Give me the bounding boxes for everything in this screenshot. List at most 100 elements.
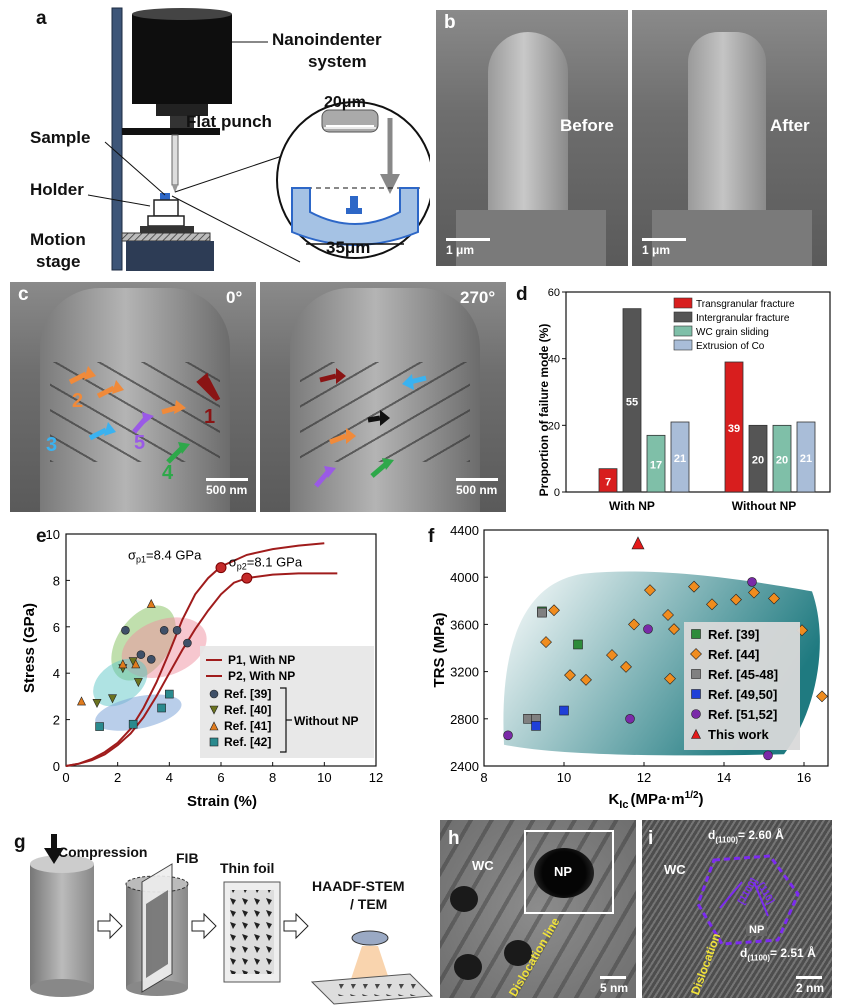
d-bar-label-1-0: 39 [728, 423, 740, 435]
zoom-box [524, 830, 614, 914]
d-bar-label-0-2: 17 [650, 460, 662, 472]
label-h-np: NP [554, 864, 573, 879]
label-after: After [770, 116, 810, 135]
panel-b-after-image: After 1 μm [632, 10, 827, 266]
f-ref44-point-15 [768, 592, 780, 605]
np-particle [534, 848, 594, 898]
d-ytick-label-0: 0 [554, 487, 560, 499]
label-compression: Compression [58, 844, 148, 860]
d-ylabel: Proportion of failure mode (%) [537, 324, 551, 497]
e-ref41-point-0 [77, 696, 86, 706]
label-d-top: d(1100)= 2.60 Å [708, 828, 784, 845]
f-ref44-point-10 [664, 672, 676, 685]
e-legend-box [200, 646, 374, 758]
d-bar-label-0-0: 7 [605, 476, 611, 488]
e-ylabel: Stress (GPa) [21, 603, 38, 693]
f-ref5152-point-1 [625, 714, 635, 724]
label-angle-270: 270° [460, 288, 496, 307]
e-region-ref39 [121, 617, 207, 678]
f-xtick-label-1: 10 [557, 770, 571, 785]
e-xtick-label-6: 12 [369, 770, 383, 785]
e-legend-without-np: Without NP [294, 714, 359, 728]
crack-number-5: 5 [134, 432, 146, 454]
d-bar-label-0-3: 21 [674, 453, 686, 465]
d-bar-label-1-2: 20 [776, 455, 788, 467]
label-holder: Holder [30, 180, 84, 199]
label-flat-punch: Flat punch [186, 112, 272, 131]
panel-label-f: f [428, 526, 435, 547]
label-i-wc: WC [664, 862, 686, 877]
f-xlabel: KIc(MPa·m1/2) [608, 790, 703, 811]
label-sample-width: 35μm [326, 238, 371, 257]
panel-g: g Compression FIB [0, 824, 436, 1007]
e-ref39-point-4 [172, 625, 182, 635]
panel-label-e: e [36, 526, 47, 547]
e-region-ref40 [93, 658, 148, 707]
nanoindenter-body [132, 14, 232, 104]
e-xtick-label-3: 6 [217, 770, 224, 785]
d-bar-0-0 [598, 468, 618, 493]
e-xtick-label-4: 8 [269, 770, 276, 785]
e-ref42-point-2 [157, 703, 166, 713]
e-ref39-point-0 [121, 625, 130, 635]
holder-schematic [153, 199, 179, 217]
d-ytick-label-3: 60 [548, 287, 560, 299]
panel-c-left-image: 0° 1 2 3 4 5 500 nm [10, 282, 256, 512]
d-bar-label-1-3: 21 [800, 453, 812, 465]
label-before: Before [560, 116, 614, 135]
label-angle-0: 0° [226, 288, 243, 307]
pillar-after [688, 32, 766, 232]
d-axes-frame [565, 291, 831, 493]
e-legend-label-ref-2: Ref. [41] [224, 719, 271, 733]
d-bar-0-3 [670, 421, 690, 493]
e-legend-label-ref-3: Ref. [42] [224, 735, 271, 749]
scale-bar-c-left: 500 nm [206, 478, 248, 497]
f-ytick-label-2: 3200 [450, 665, 479, 680]
f-ref44-point-14 [748, 586, 760, 599]
d-xtick-label-0: With NP [609, 499, 655, 513]
f-ref5152-point-3 [747, 577, 757, 587]
process-arrow-3 [283, 912, 309, 940]
indenter-shaft [171, 134, 179, 186]
e-legend-marker-1 [209, 705, 219, 715]
label-i-np: NP [746, 924, 768, 936]
f-legend-marker-2 [691, 669, 701, 679]
e-legend-label-with-1: P2, With NP [228, 669, 295, 683]
f-xtick-label-0: 8 [480, 770, 487, 785]
panel-a-schematic [87, 7, 430, 271]
tem-beam [350, 946, 390, 982]
panel-h-image: h WC NP Dislocation line 5 nm [440, 820, 636, 998]
f-ytick-label-4: 4000 [450, 570, 479, 585]
e-xtick-label-1: 2 [114, 770, 121, 785]
pillar-before [488, 32, 568, 232]
panel-label-c: c [18, 284, 29, 305]
d-bar-1-3 [796, 421, 816, 493]
panel-label-a: a [36, 8, 47, 29]
label-haadf: HAADF-STEM [312, 878, 405, 894]
e-ref40-point-0 [92, 699, 102, 709]
panel-label-g: g [14, 832, 26, 853]
np-hexagon [696, 854, 800, 946]
e-ref40-point-4 [133, 678, 143, 688]
e-peak-1 [241, 572, 253, 584]
label-sample: Sample [30, 128, 91, 147]
scale-bar-b-left: 1 μm [446, 238, 490, 257]
e-annotation-p1: σp1=8.4 GPa [128, 548, 202, 565]
d-xtick-label-1: Without NP [732, 499, 797, 513]
d-bar-label-0-1: 55 [626, 396, 638, 408]
d-bar-label-1-1: 20 [752, 455, 764, 467]
label-thin-foil: Thin foil [220, 860, 275, 876]
f-legend-label-5: This work [708, 727, 769, 742]
d-bar-1-2 [772, 424, 792, 493]
d-legend-swatch-0 [673, 297, 693, 309]
panel-i-image: i WC NP d(1100)= 2.60 Å d(1100)= 2.51 Å … [642, 820, 832, 998]
e-ref39-point-5 [183, 638, 192, 648]
f-ylabel: TRS (MPa) [431, 612, 448, 687]
f-legend-label-4: Ref. [51,52] [708, 707, 777, 722]
f-ref44-point-6 [628, 618, 640, 631]
sample-schematic [160, 193, 170, 200]
f-ref5152-point-0 [503, 730, 513, 741]
f-legend-label-0: Ref. [39] [708, 627, 759, 642]
label-h-wc: WC [472, 858, 494, 873]
